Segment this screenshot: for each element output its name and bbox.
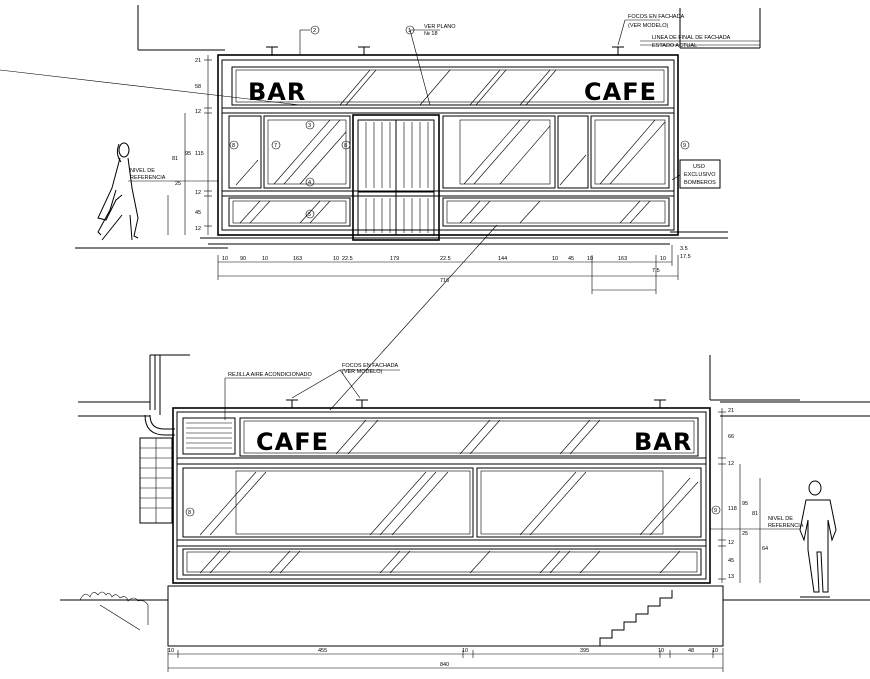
callout-linea: LINEA DE FINAL DE FACHADA (652, 35, 731, 41)
dim-b-2: 10 (462, 648, 468, 654)
dim-bot-6: 179 (390, 256, 399, 262)
marker-7: 7 (274, 143, 277, 149)
dim-bot-9: 10 (552, 256, 558, 262)
marker-4: 4 (308, 180, 311, 186)
dim-left-9: 12 (195, 226, 201, 232)
callout-focos-bottom: FOCOS EN FACHADA (342, 363, 399, 369)
dim-left-0: 21 (195, 58, 201, 64)
dim-b-4: 10 (658, 648, 664, 654)
bottom-sign-bar: BAR (634, 428, 692, 456)
top-sign-cafe: CAFE (584, 78, 657, 106)
dim-r-6: 25 (742, 531, 748, 537)
callout-estado: ESTADO ACTUAL (652, 43, 697, 49)
marker-1: 1 (408, 28, 411, 34)
marker-2: 2 (313, 28, 316, 34)
marker-8a: 8 (232, 143, 235, 149)
marker-bottom-8: 8 (188, 510, 191, 516)
dim-b-1: 455 (318, 648, 327, 654)
marker-8b: 8 (344, 143, 347, 149)
dim-r-10: 64 (762, 546, 768, 552)
dim-left-5: 81 (172, 156, 178, 162)
dim-b-0: 10 (168, 648, 174, 654)
dim-left-3: 95 (185, 151, 191, 157)
dim-bot-8: 144 (498, 256, 507, 262)
dim-b-5: 48 (688, 648, 694, 654)
uso-label-2: EXCLUSIVO (684, 172, 716, 178)
callout-ver-modelo: (VER MODELO) (628, 23, 669, 29)
dim-left-8: 45 (195, 210, 201, 216)
dim-small: 7.5 (652, 268, 660, 274)
dim-right-0: 3.5 (680, 246, 688, 252)
dim-r-7: 12 (728, 540, 734, 546)
dim-total-top: 716 (440, 278, 449, 284)
dim-bot-7: 22.5 (440, 256, 451, 262)
callout-plano-num: № 18 (424, 31, 438, 37)
top-elevation: BAR CAFE (0, 5, 761, 411)
callout-rejilla: REJILLA AIRE ACONDICIONADO (228, 372, 312, 378)
marker-bottom-9: 9 (714, 508, 717, 514)
nivel-label-1: NIVEL DE (130, 168, 155, 174)
dim-r-4: 118 (728, 506, 737, 512)
woman-figure (97, 142, 139, 241)
uso-label-1: USO (693, 164, 706, 170)
dim-total-bottom: 840 (440, 662, 449, 668)
bottom-elevation: CAFE BAR (60, 354, 870, 672)
dim-bot-2: 10 (262, 256, 268, 262)
dim-left-1: 58 (195, 84, 201, 90)
dim-r-8: 45 (728, 558, 734, 564)
marker-5: 5 (308, 212, 311, 218)
dim-bot-3: 163 (293, 256, 302, 262)
dim-b-3: 395 (580, 648, 589, 654)
dim-bot-13: 10 (660, 256, 666, 262)
dim-r-1: 66 (728, 434, 734, 440)
top-sign-bar: BAR (248, 78, 306, 106)
marker-9: 9 (683, 143, 686, 149)
dim-right-1: 17.5 (680, 254, 691, 260)
dim-bot-12: 163 (618, 256, 627, 262)
callout-ver-plano: VER PLANO (424, 24, 456, 30)
nivel-bottom-2: REFERENCIA (768, 523, 804, 529)
dim-r-2: 12 (728, 461, 734, 467)
dim-left-7: 12 (195, 190, 201, 196)
callout-ver-modelo-bottom: (VER MODELO) (342, 369, 383, 375)
dim-bot-1: 90 (240, 256, 246, 262)
dim-left-2: 12 (195, 109, 201, 115)
dim-bot-5: 22.5 (342, 256, 353, 262)
bottom-sign-cafe: CAFE (256, 428, 329, 456)
dim-bot-11: 10 (587, 256, 593, 262)
uso-label-3: BOMBEROS (684, 180, 716, 186)
dim-r-9: 13 (728, 574, 734, 580)
callout-focos: FOCOS EN FACHADA (628, 14, 685, 20)
dim-bot-10: 45 (568, 256, 574, 262)
dim-bot-4: 10 (333, 256, 339, 262)
nivel-label-2: REFERENCIA (130, 175, 166, 181)
dim-left-6: 25 (175, 181, 181, 187)
nivel-bottom-1: NIVEL DE (768, 516, 793, 522)
marker-3: 3 (308, 123, 311, 129)
dim-left-4: 115 (195, 151, 204, 157)
dim-r-0: 21 (728, 408, 734, 414)
man-figure (799, 480, 837, 598)
dim-r-5: 81 (752, 511, 758, 517)
dim-bot-0: 10 (222, 256, 228, 262)
dim-r-3: 95 (742, 501, 748, 507)
dim-b-6: 10 (712, 648, 718, 654)
